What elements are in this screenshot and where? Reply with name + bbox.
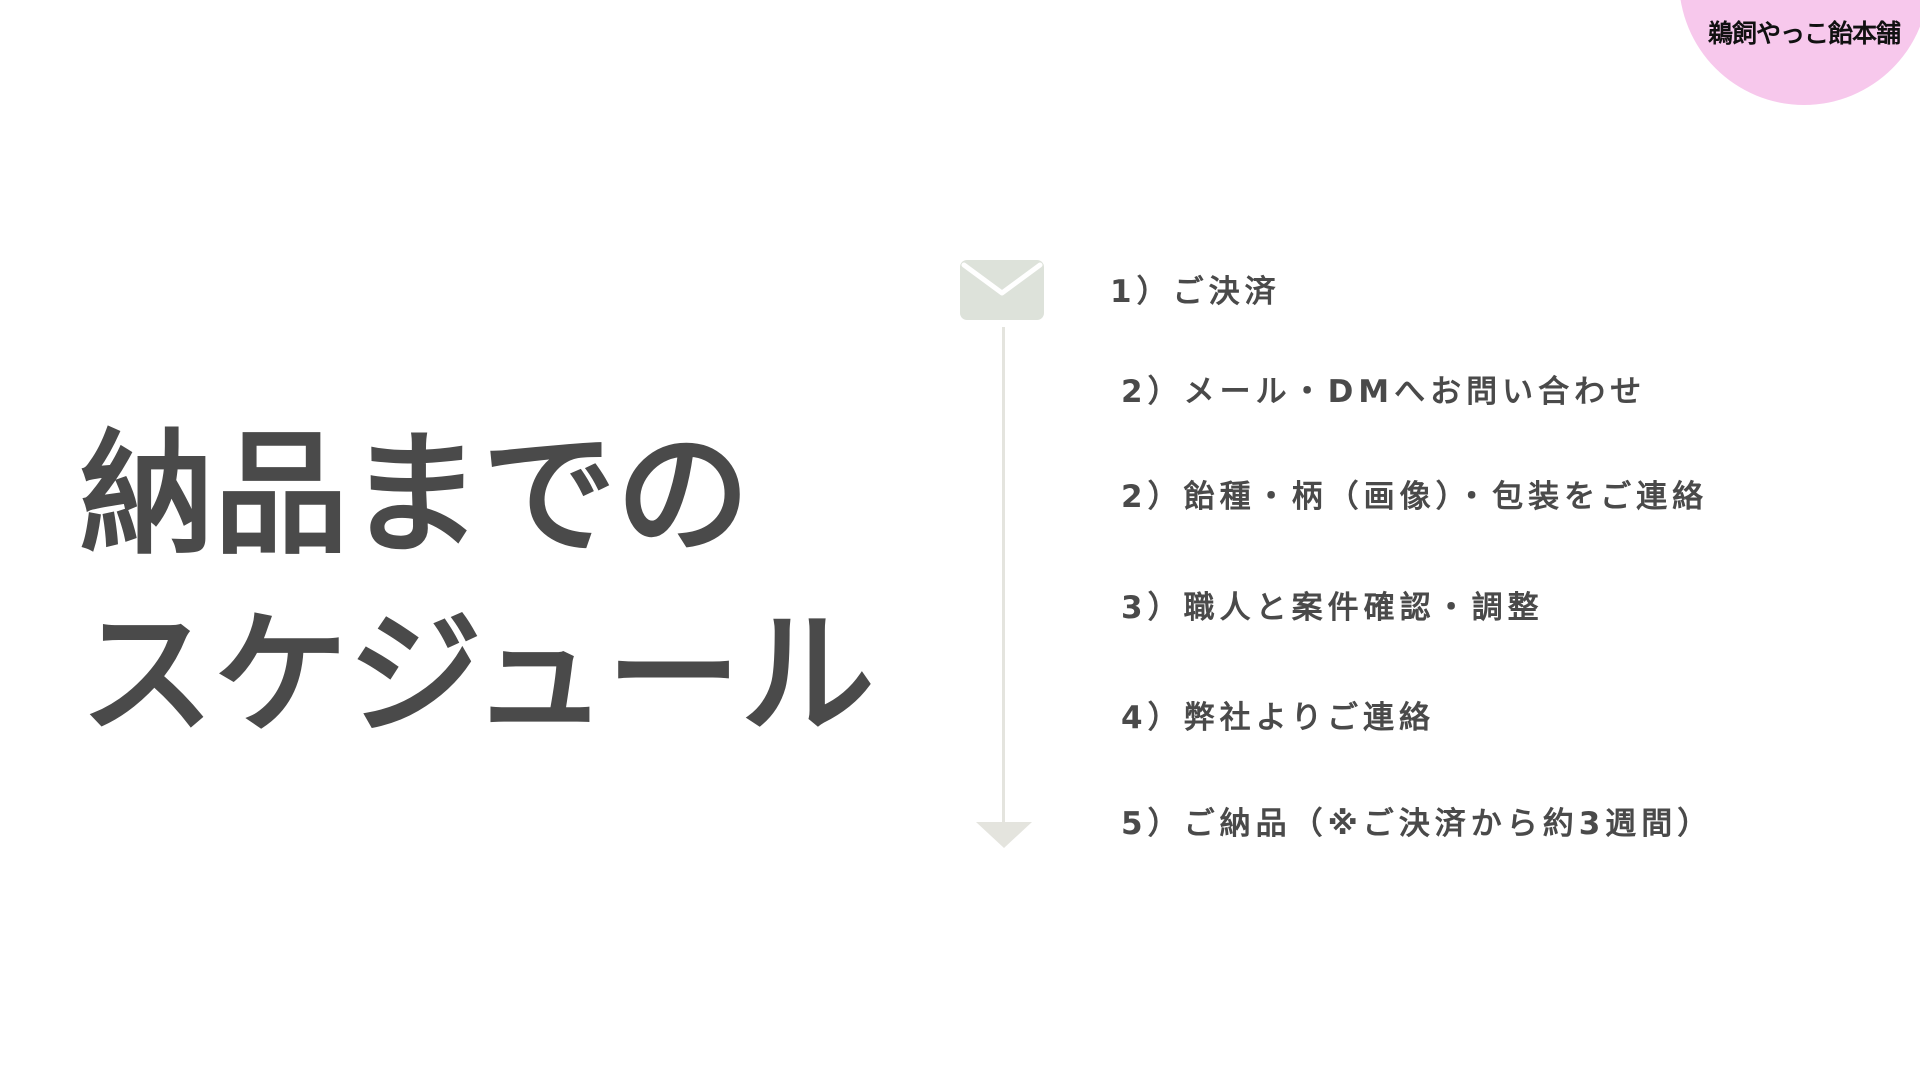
page-title-line-1: 納品までの: [80, 417, 751, 573]
timeline-arrow-down-icon: [976, 822, 1032, 848]
page-title: 納品までの スケジュール: [80, 405, 875, 765]
step-delivery: 5）ご納品（※ご決済から約3週間）: [1121, 806, 1714, 842]
step-inquiry: 2）メール・DMへお問い合わせ: [1121, 374, 1647, 410]
step-payment: 1）ご決済: [1110, 274, 1281, 310]
timeline-line: [1002, 327, 1005, 825]
brand-logo: 鵜飼やっこ飴本舗: [1707, 19, 1901, 48]
envelope-icon: [960, 260, 1044, 320]
step-craftsman-confirmation: 3）職人と案件確認・調整: [1121, 590, 1544, 626]
step-company-contact: 4）弊社よりご連絡: [1121, 700, 1435, 736]
page-title-line-2: スケジュール: [80, 597, 875, 753]
step-specify-candy: 2）飴種・柄（画像）・包装をご連絡: [1121, 479, 1709, 515]
